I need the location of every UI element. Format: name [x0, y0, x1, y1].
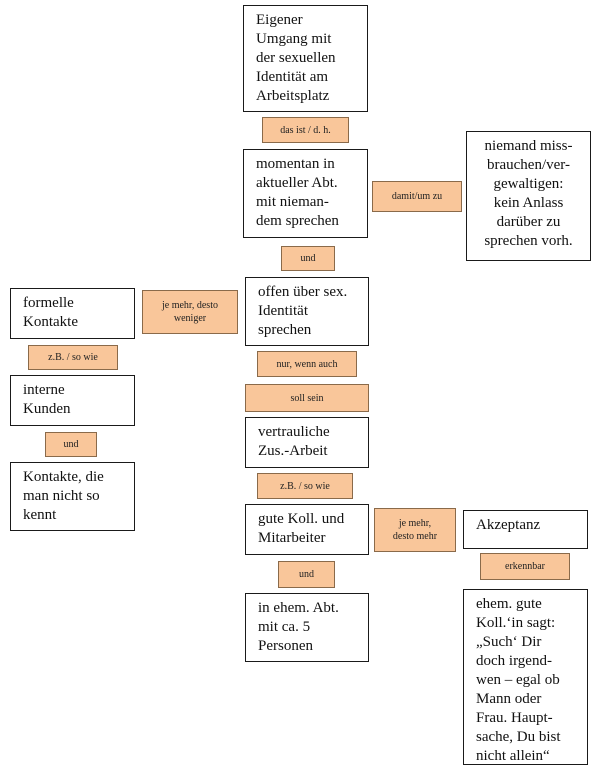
edge-und-3: und [278, 561, 335, 588]
node-eigener-umgang: Eigener Umgang mit der sexuellen Identit… [243, 5, 368, 112]
edge-nur-wenn: nur, wenn auch [257, 351, 357, 377]
node-gute-koll: gute Koll. und Mitarbeiter [245, 504, 369, 555]
node-interne: interne Kunden [10, 375, 135, 426]
node-ehem-abt: in ehem. Abt. mit ca. 5 Personen [245, 593, 369, 662]
node-offen: offen über sex. Identität sprechen [245, 277, 369, 346]
node-momentan: momentan in aktueller Abt. mit nieman- d… [243, 149, 368, 238]
edge-und-2: und [45, 432, 97, 457]
node-formelle: formelle Kontakte [10, 288, 135, 339]
edge-das-ist: das ist / d. h. [262, 117, 349, 143]
edge-zb-2: z.B. / so wie [257, 473, 353, 499]
node-akzeptanz: Akzeptanz [463, 510, 588, 549]
node-ehem-gute: ehem. gute Koll.‘in sagt: „Such‘ Dir doc… [463, 589, 588, 765]
node-vertrauliche: vertrauliche Zus.-Arbeit [245, 417, 369, 468]
node-niemand: niemand miss- brauchen/ver- gewaltigen: … [466, 131, 591, 261]
edge-soll-sein: soll sein [245, 384, 369, 412]
edge-je-mehr-weniger: je mehr, desto weniger [142, 290, 238, 334]
edge-erkennbar: erkennbar [480, 553, 570, 580]
edge-und-1: und [281, 246, 335, 271]
edge-zb-1: z.B. / so wie [28, 345, 118, 370]
edge-damit: damit/um zu [372, 181, 462, 212]
edge-je-mehr-mehr: je mehr, desto mehr [374, 508, 456, 552]
node-kontakte: Kontakte, die man nicht so kennt [10, 462, 135, 531]
